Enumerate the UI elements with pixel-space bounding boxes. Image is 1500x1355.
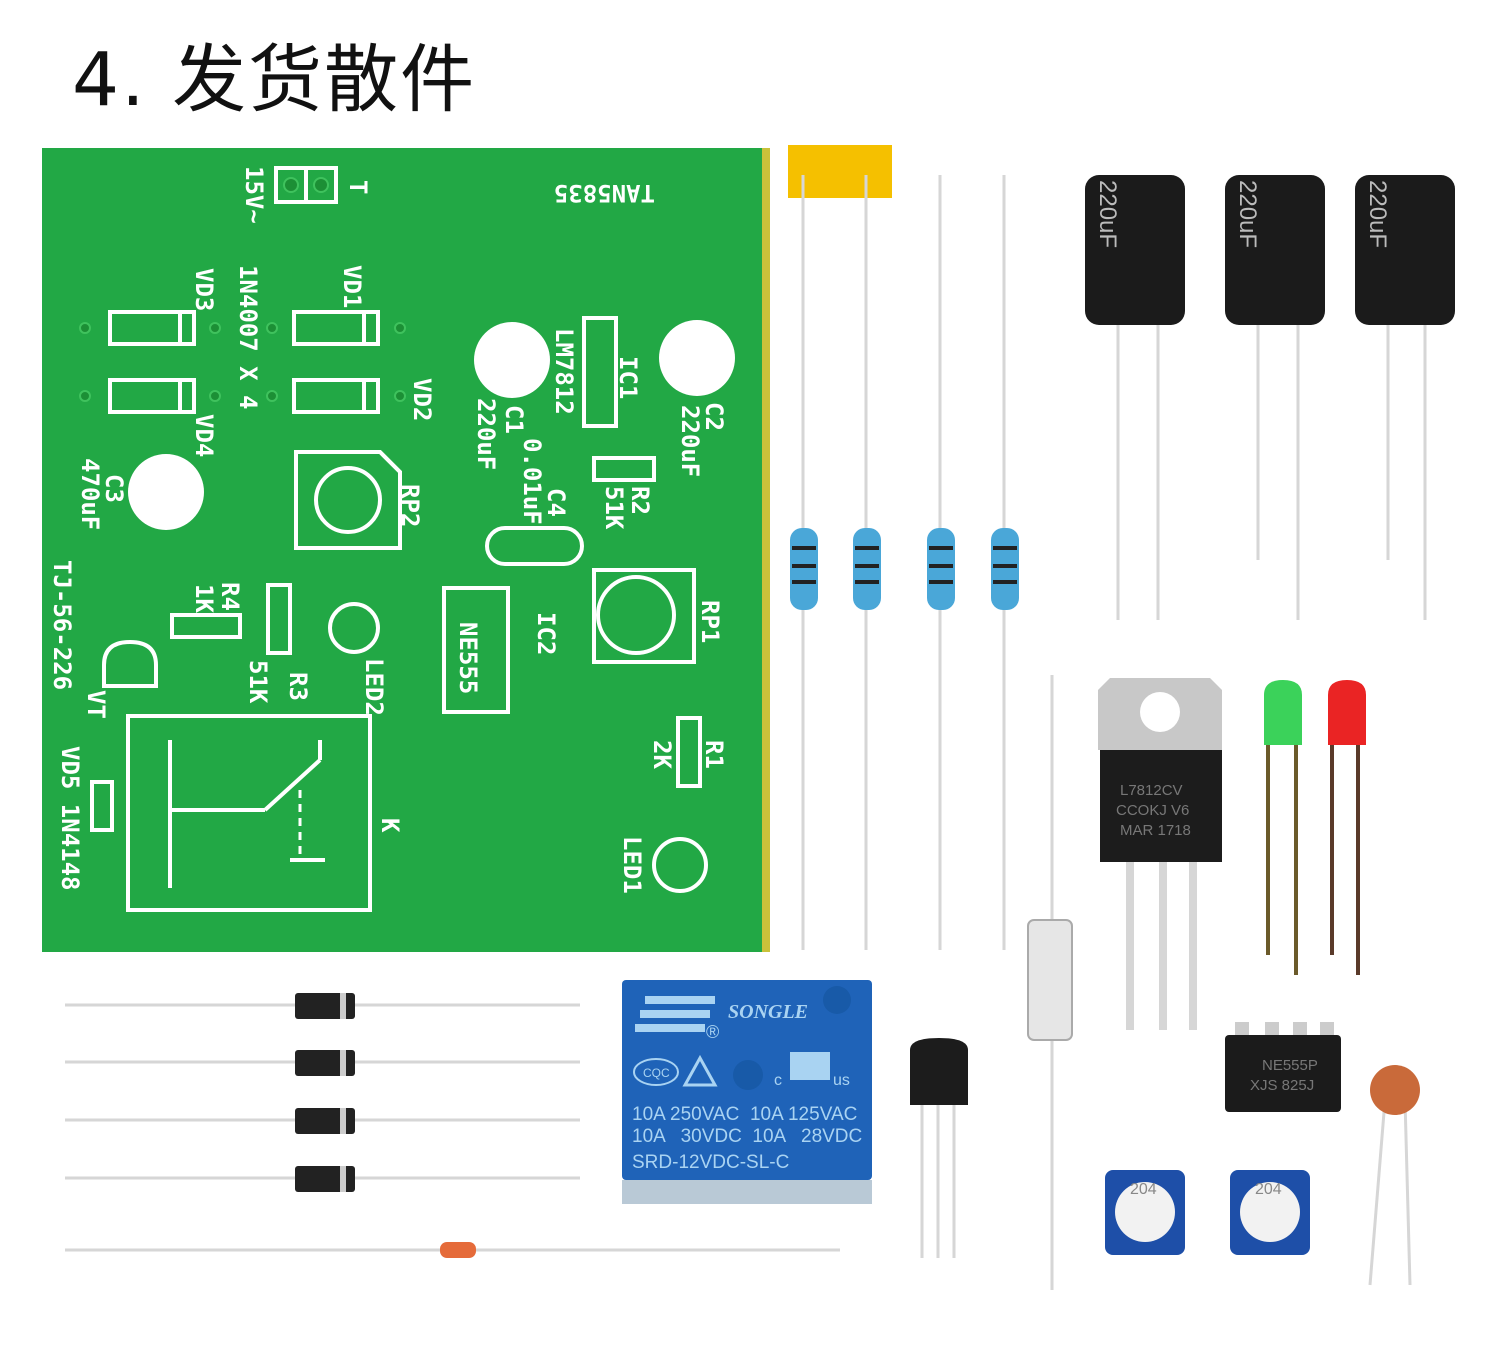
pcb-label-c3: C3 — [100, 474, 128, 503]
component-marking: us — [833, 1072, 850, 1089]
fuse — [1027, 675, 1073, 1290]
component-marking: L7812CV — [1120, 782, 1183, 799]
pcb-label-r4: R4 — [216, 582, 244, 611]
component-marking: 204 — [1130, 1181, 1157, 1198]
pcb-label-rp1: RP1 — [696, 600, 724, 643]
relay-rating-1: 10A 250VAC 10A 125VAC — [632, 1104, 857, 1125]
page-title: 4. 发货散件 — [72, 37, 477, 123]
pcb-label-r1: R1 — [700, 740, 728, 769]
pcb-label-vt: VT — [82, 690, 110, 719]
pcb-label-led2: LED2 — [360, 658, 388, 716]
relay: SONGLE ® CQC c us 10A 250VAC 10A 125VAC … — [622, 980, 872, 1204]
pcb-label-model: TJ-56-226 — [48, 560, 76, 690]
pcb-label-r1-value: 2K — [648, 740, 676, 769]
pcb-label-r4-value: 1K — [190, 584, 218, 613]
tape-strip — [788, 145, 892, 198]
pcb-label-rp2: RP2 — [396, 484, 424, 527]
component-marking: MAR 1718 — [1120, 822, 1191, 839]
cap-label: 220uF — [1094, 180, 1121, 248]
component-marking: NE555P — [1262, 1057, 1318, 1074]
pcb-label-ic1-part: LM7812 — [550, 328, 578, 415]
pcb-label-diode-type: 1N4007 X 4 — [234, 265, 262, 410]
pcb-label-t: T — [344, 180, 372, 194]
rectifier-diodes — [65, 993, 840, 1258]
pcb-label-vd5: VD5 1N4148 — [56, 746, 84, 891]
transistor — [910, 1038, 968, 1258]
pcb-label-ic1: IC1 — [614, 356, 642, 399]
component-marking: ® — [706, 1022, 719, 1042]
pcb-label-c4: C4 — [542, 488, 570, 517]
pcb-label-c3-value: 470uF — [76, 458, 104, 530]
pcb-label-relay: K — [376, 818, 404, 833]
pcb-label-vd1: VD1 — [338, 265, 366, 308]
pcb-label-ic2: IC2 — [532, 612, 560, 655]
cap-label: 220uF — [1234, 180, 1261, 248]
pcb-label-r3-value: 51K — [244, 660, 272, 704]
component-marking: XJS 825J — [1250, 1077, 1314, 1094]
resistors — [790, 175, 1019, 950]
relay-brand: SONGLE — [728, 1001, 808, 1023]
pcb-label-vd2: VD2 — [408, 378, 436, 421]
pcb-label-c4-value: 0.01uF — [518, 438, 546, 525]
pcb-label-vd4: VD4 — [190, 414, 218, 457]
pcb-label-c2-value: 220uF — [676, 405, 704, 477]
relay-rating-2: 10A 30VDC 10A 28VDC — [632, 1126, 862, 1147]
leds — [1264, 680, 1366, 975]
pcb-label-r2: R2 — [626, 486, 654, 515]
pcb-label-r2-value: 51K — [600, 486, 628, 530]
pcb-label-c2: C2 — [700, 402, 728, 431]
pcb-label-r3: R3 — [284, 672, 312, 701]
pcb-label-vd3: VD3 — [190, 268, 218, 311]
electrolytic-capacitors: 220uF 220uF 220uF — [1085, 175, 1455, 620]
pcb-label-ic2-part: NE555 — [454, 622, 482, 694]
pcb-label-led1: LED1 — [618, 836, 646, 894]
pcb-label-voltage: 15V~ — [240, 166, 268, 224]
pcb-label-c1-value: 220uF — [472, 398, 500, 470]
voltage-regulator: L7812CV CCOKJ V6 MAR 1718 — [1098, 678, 1222, 1030]
component-marking: CCOKJ V6 — [1116, 802, 1189, 819]
pcb-label-c1: C1 — [500, 405, 528, 434]
ne555-chip: NE555P XJS 825J — [1225, 1022, 1341, 1112]
component-marking: c — [774, 1072, 782, 1089]
pcb-label-board-id: TAN5835 — [554, 179, 655, 207]
pcb-board: TAN5835 T 15V~ 1N4007 X 4 VD1 VD2 VD3 VD… — [42, 148, 770, 952]
cap-label: 220uF — [1364, 180, 1391, 248]
component-marking: CQC — [643, 1066, 670, 1080]
component-marking: 204 — [1255, 1181, 1282, 1198]
diode-footprints — [79, 310, 406, 414]
ceramic-capacitor — [1368, 1065, 1420, 1286]
trimpots: 204 204 — [1105, 1170, 1310, 1255]
relay-model: SRD-12VDC-SL-C — [632, 1152, 789, 1173]
